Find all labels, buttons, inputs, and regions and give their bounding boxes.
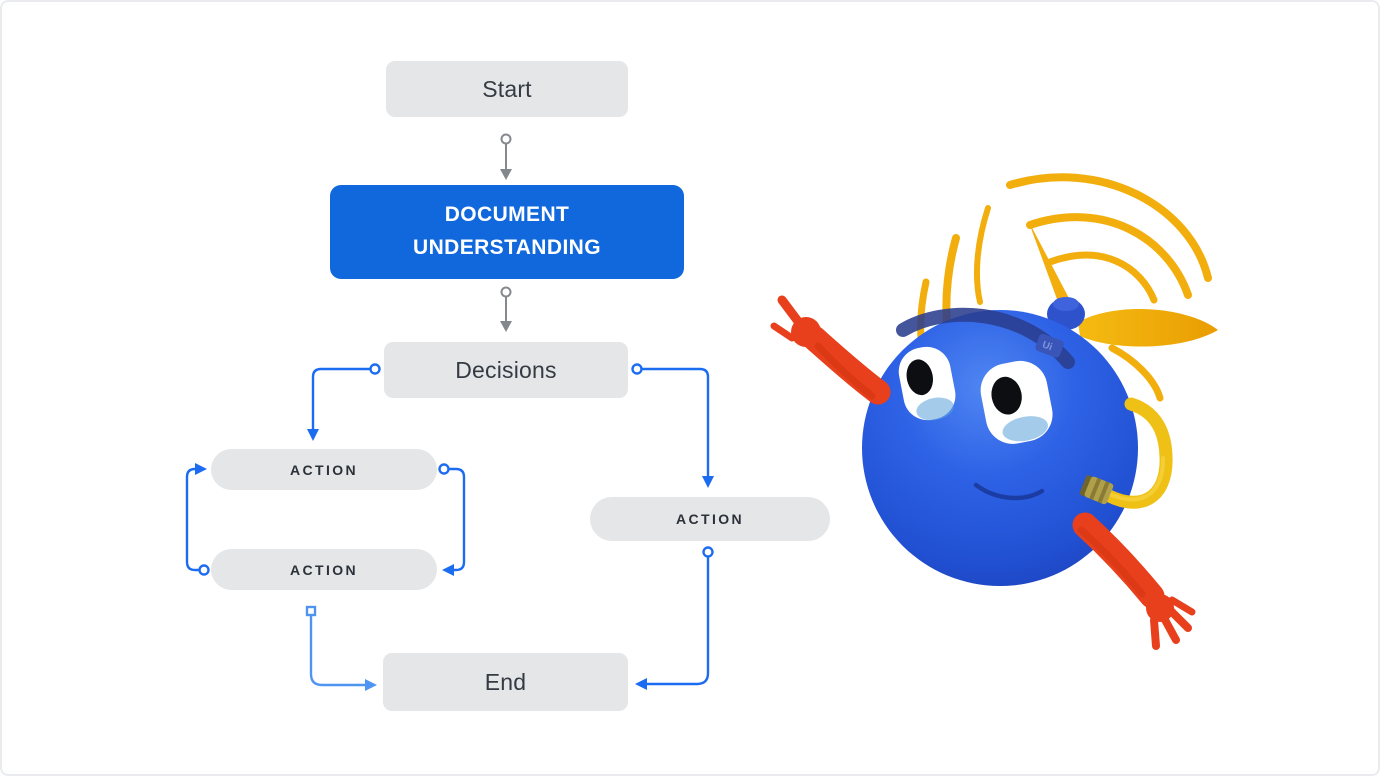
arrowhead [365,679,377,691]
edge-document-understanding-to-decisions [500,286,512,332]
smile [973,482,1045,501]
arrowhead [500,321,512,332]
right-eye [980,360,1053,444]
hose-plug [1079,475,1114,505]
node-start: Start [386,61,628,117]
node-decisions: Decisions [384,342,628,398]
arrowhead [307,429,319,441]
edge-decisions-to-action-left-top [307,363,381,441]
ui-badge-label: Ui [1041,340,1054,354]
left-thumb [770,322,796,342]
edge-action-left-bottom-to-action-left-top [185,463,210,576]
anchor-dot [369,363,381,375]
character-illustration: Ui [770,173,1218,650]
edge-action-left-top-to-action-left-bottom [438,463,466,576]
edge-start-to-document-understanding [500,133,512,180]
propeller-blade-wide [1078,308,1218,347]
arrowhead [195,463,207,475]
arrowhead [635,678,647,690]
edge-action-right-to-end [635,546,714,690]
node-action-left-top: ACTION [211,449,437,490]
right-pupil [991,376,1022,415]
right-hand [1146,594,1174,622]
anchor-dot [198,564,210,576]
node-document-understanding-label: DOCUMENT UNDERSTANDING [413,203,601,259]
anchor-dot [500,133,512,145]
anchor-square [305,605,317,617]
anchor-dot [500,286,512,298]
node-end: End [383,653,628,711]
anchor-dot [631,363,643,375]
left-pupil [906,359,933,396]
propeller-hub [1047,297,1085,330]
left-eye-tint [916,397,954,421]
left-arm [770,295,891,405]
arrowhead [442,564,454,576]
edge-action-left-bottom-to-end [305,605,377,691]
arrowhead [500,169,512,180]
propeller-blade-thin [1028,220,1072,310]
right-eye-tint [1002,416,1048,442]
node-action-right: ACTION [590,497,830,541]
edge-decisions-to-action-right [631,363,714,488]
anchor-dot [438,463,450,475]
right-arm [1072,512,1196,650]
right-hand-fingers [1150,596,1196,650]
arrowhead [702,476,714,488]
ui-badge: Ui [1035,333,1064,358]
left-eye [898,346,956,421]
node-action-left-bottom: ACTION [211,549,437,590]
anchor-dot [702,546,714,558]
node-document-understanding: DOCUMENT UNDERSTANDING [330,185,684,279]
hose [1095,397,1173,509]
pointing-finger [777,295,805,329]
